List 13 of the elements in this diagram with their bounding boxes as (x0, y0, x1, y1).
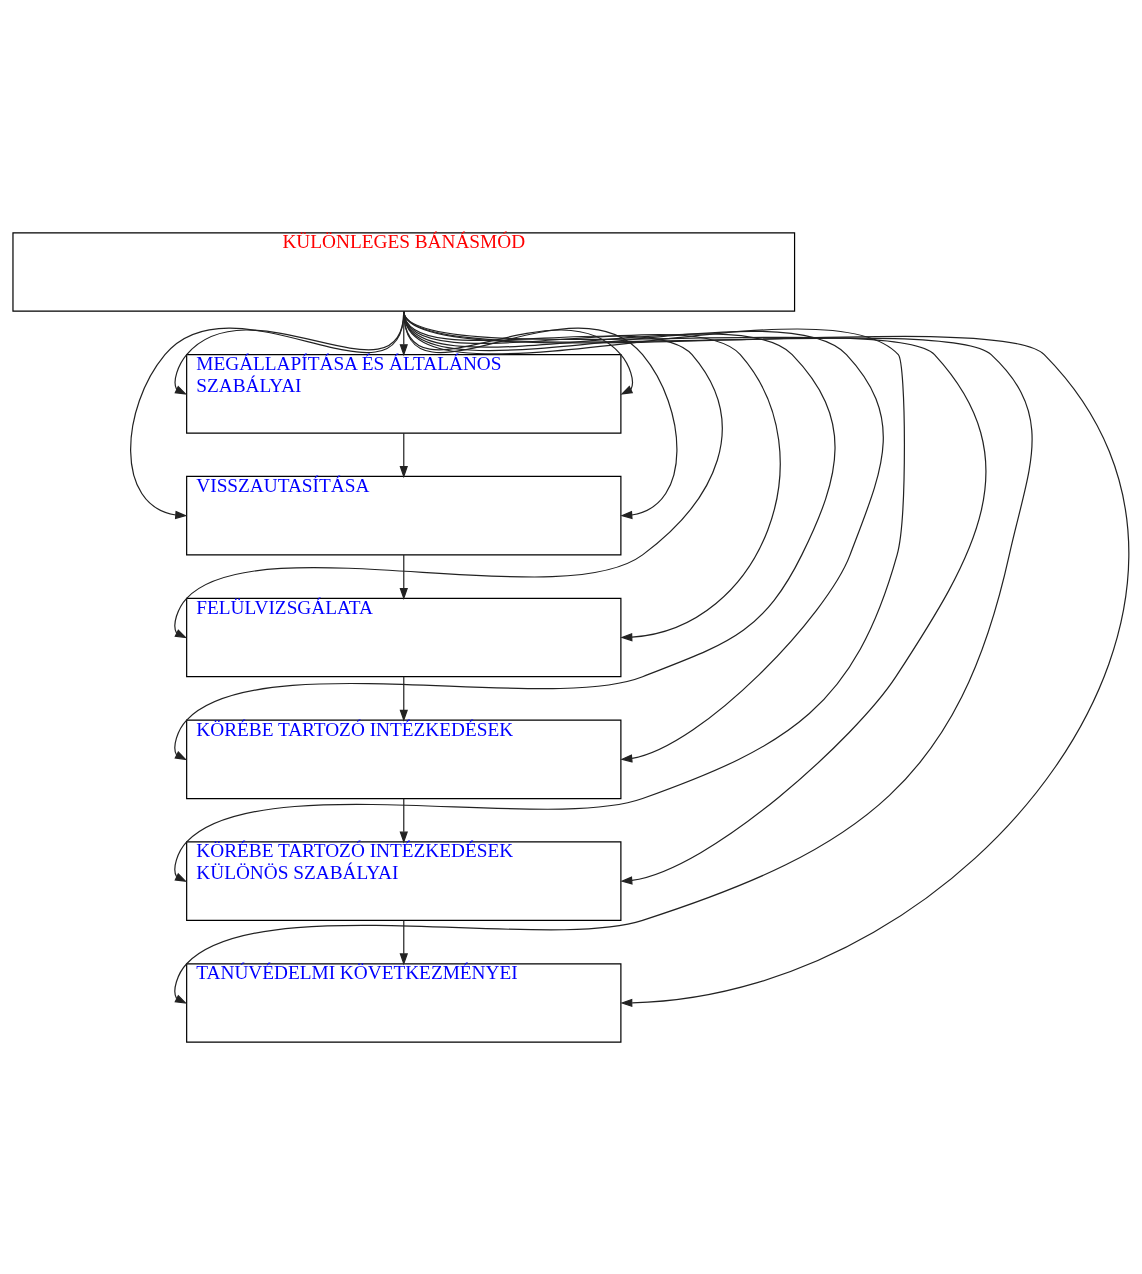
node-box: KÖRÉBE TARTOZÓ INTÉZKEDÉSEK KÜLÖNÖS SZABÁLYAI (186, 840, 622, 921)
arrow (399, 797, 408, 844)
arrow (403, 310, 1130, 1007)
node-box: KÖRÉBE TARTOZÓ INTÉZKEDÉSEK (186, 719, 622, 799)
arrow (399, 675, 408, 722)
arrow (399, 919, 408, 965)
node-box: TANÚVÉDELMI KÖVETKEZMÉNYEI (186, 962, 622, 1043)
node-box: VISSZAUTASÍTÁSA (186, 475, 622, 555)
node-box: FELÜLVIZSGÁLATA (186, 597, 622, 677)
node-box: KÜLÖNLEGES BÁNÁSMÓD (12, 231, 796, 312)
node-box: MEGÁLLAPÍTÁSA ÉS ÁLTALÁNOS SZABÁLYAI (186, 353, 622, 434)
arrow (399, 553, 408, 600)
arrow (399, 432, 408, 478)
